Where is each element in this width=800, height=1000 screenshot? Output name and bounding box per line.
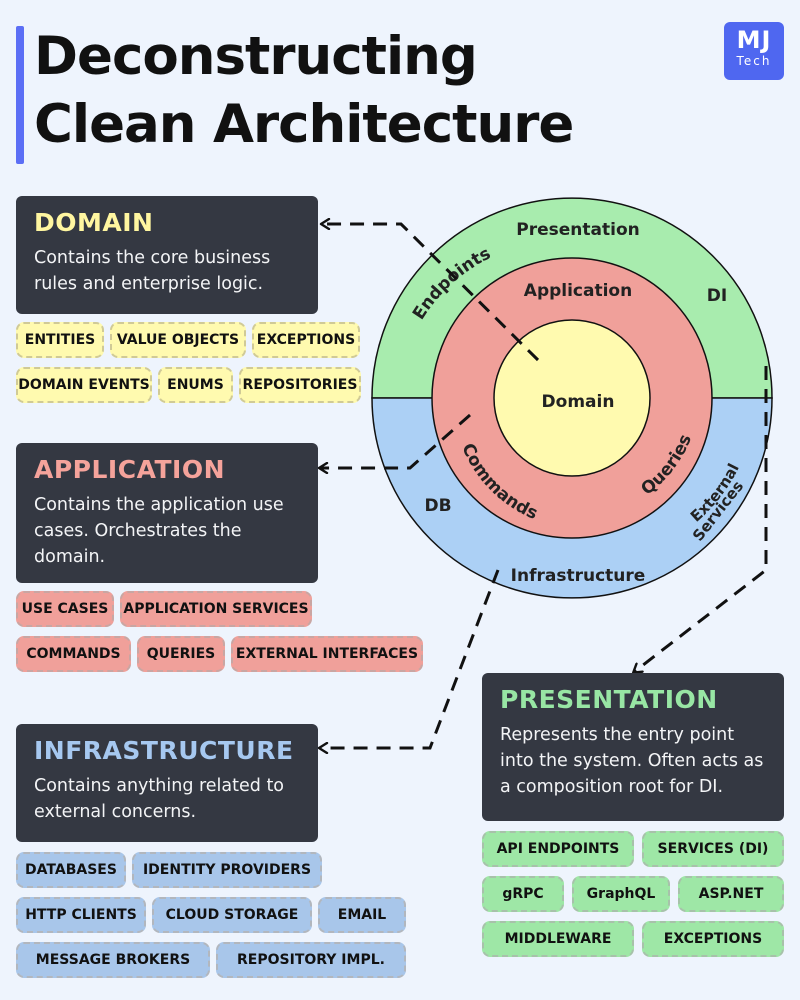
presentation-chip-grpc: gRPC <box>482 876 564 912</box>
application-card: APPLICATION Contains the application use… <box>16 443 318 583</box>
domain-chip-value-objects: VALUE OBJECTS <box>110 322 246 358</box>
application-connector-arrow <box>320 413 471 468</box>
application-chip-use-cases: USE CASES <box>16 591 114 627</box>
db-label: DB <box>424 496 451 516</box>
title-accent-bar <box>16 26 24 164</box>
infrastructure-ring-label: Infrastructure <box>511 566 646 586</box>
infrastructure-chip-http-clients: HTTP CLIENTS <box>16 897 146 933</box>
presentation-chip-graphql: GraphQL <box>572 876 670 912</box>
application-card-title: APPLICATION <box>34 455 226 484</box>
domain-connector-arrow <box>322 224 540 362</box>
presentation-ring-label: Presentation <box>516 220 639 240</box>
mj-tech-logo: MJ Tech <box>724 22 784 80</box>
infrastructure-chip-repository-impl: REPOSITORY IMPL. <box>216 942 406 978</box>
infrastructure-chip-identity-providers: IDENTITY PROVIDERS <box>132 852 322 888</box>
domain-card-title: DOMAIN <box>34 208 154 237</box>
infrastructure-chip-cloud-storage: CLOUD STORAGE <box>152 897 312 933</box>
presentation-card-description: Represents the entry point into the syst… <box>500 725 764 797</box>
presentation-chip-services-di: SERVICES (DI) <box>642 831 784 867</box>
domain-layer-core <box>493 319 651 477</box>
di-label: DI <box>707 286 727 306</box>
application-chip-queries: QUERIES <box>137 636 225 672</box>
infrastructure-chip-email: EMAIL <box>318 897 406 933</box>
page-title-line-2: Clean Architecture <box>34 94 574 155</box>
presentation-chip-middleware: MIDDLEWARE <box>482 921 634 957</box>
presentation-card-title: PRESENTATION <box>500 685 718 714</box>
presentation-chip-api-endpoints: API ENDPOINTS <box>482 831 634 867</box>
domain-chip-domain-events: DOMAIN EVENTS <box>16 367 152 403</box>
presentation-chip-aspnet: ASP.NET <box>678 876 784 912</box>
application-ring-label: Application <box>524 281 632 301</box>
infrastructure-card: INFRASTRUCTURE Contains anything related… <box>16 724 318 842</box>
domain-card: DOMAIN Contains the core business rules … <box>16 196 318 314</box>
application-chip-external-interfaces: EXTERNAL INTERFACES <box>231 636 423 672</box>
infrastructure-card-description: Contains anything related to external co… <box>34 776 285 822</box>
presentation-chip-exceptions: EXCEPTIONS <box>642 921 784 957</box>
logo-main-text: MJ <box>736 26 772 54</box>
domain-card-description: Contains the core business rules and ent… <box>34 248 271 294</box>
infrastructure-card-title: INFRASTRUCTURE <box>34 736 294 765</box>
logo-sub-text: Tech <box>736 54 772 68</box>
application-chip-commands: COMMANDS <box>16 636 131 672</box>
infrastructure-chip-message-brokers: MESSAGE BROKERS <box>16 942 210 978</box>
application-card-description: Contains the application use cases. Orch… <box>34 495 284 567</box>
domain-chip-exceptions: EXCEPTIONS <box>252 322 360 358</box>
presentation-card: PRESENTATION Represents the entry point … <box>482 673 784 821</box>
infrastructure-connector-arrow <box>320 569 500 748</box>
page-title-line-1: Deconstructing <box>34 26 478 87</box>
domain-chip-repositories: REPOSITORIES <box>239 367 361 403</box>
domain-chip-enums: ENUMS <box>158 367 233 403</box>
domain-core-label: Domain <box>542 392 615 412</box>
application-chip-application-services: APPLICATION SERVICES <box>120 591 312 627</box>
domain-chip-entities: ENTITIES <box>16 322 104 358</box>
infrastructure-chip-databases: DATABASES <box>16 852 126 888</box>
